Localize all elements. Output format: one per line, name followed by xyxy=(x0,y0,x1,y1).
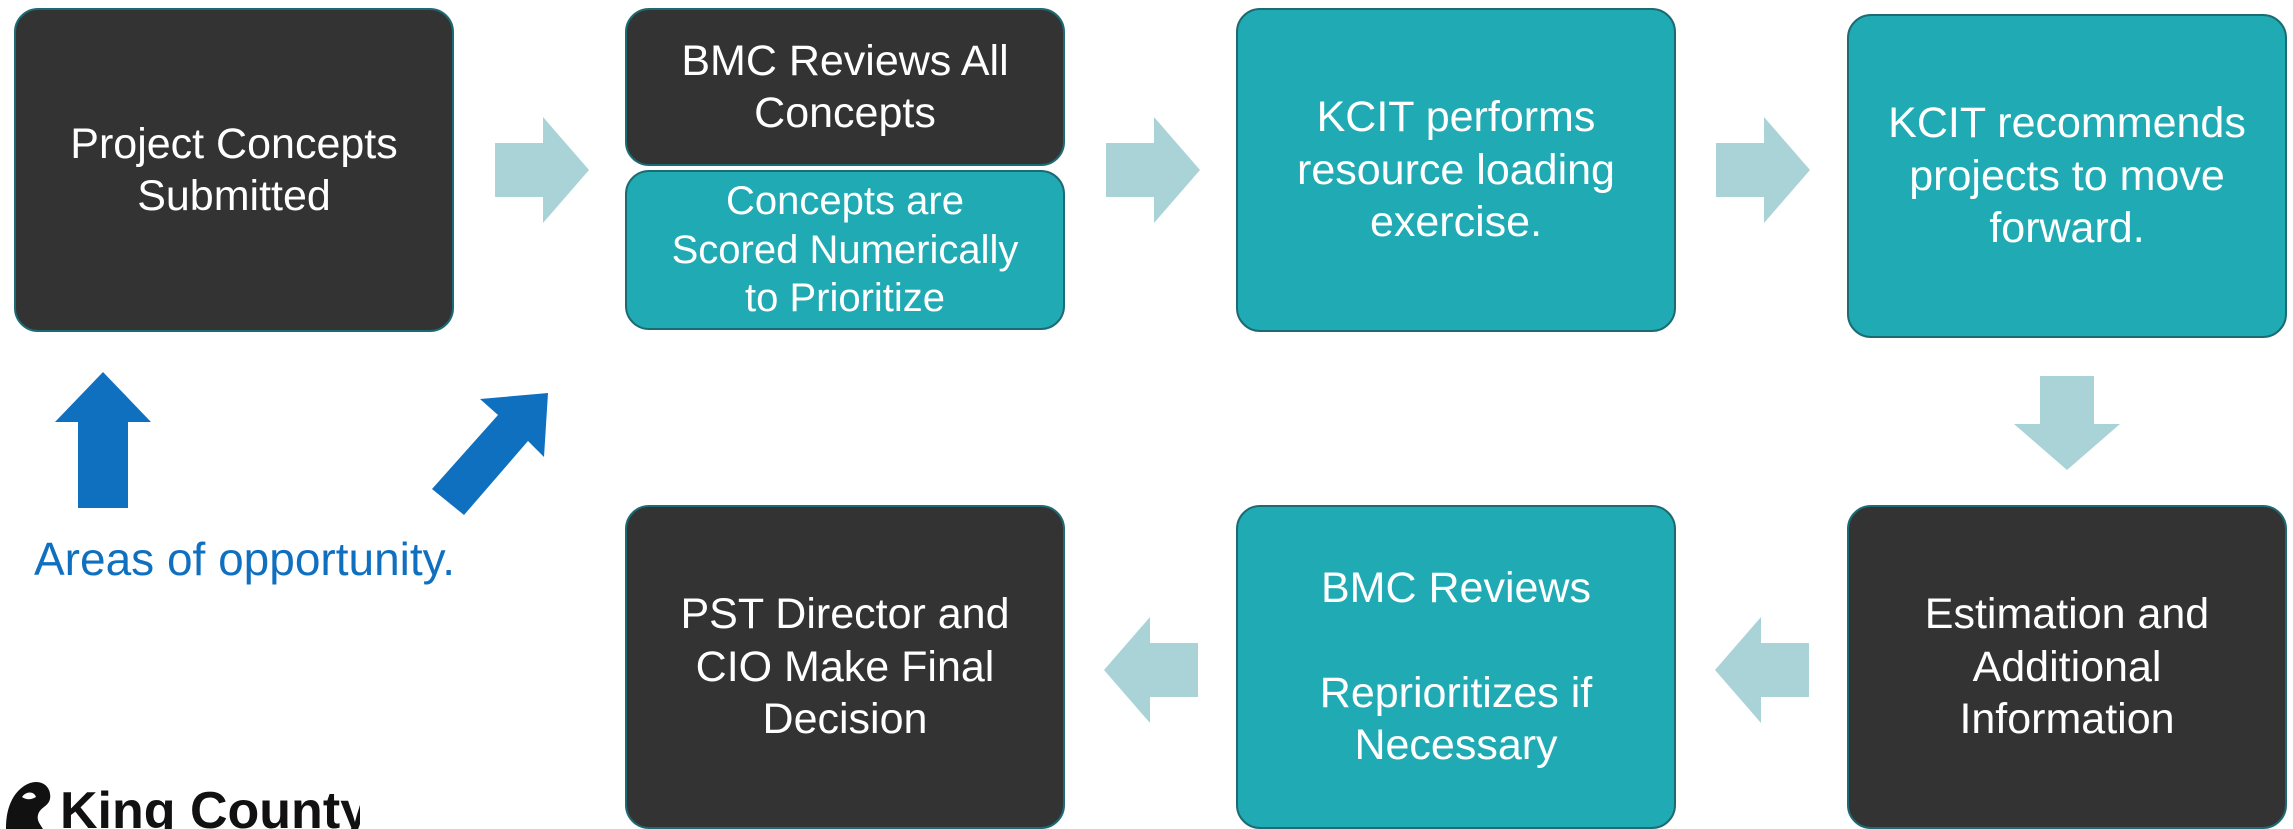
king-county-emblem-icon xyxy=(6,782,51,829)
right-arrow-icon xyxy=(1106,117,1200,223)
step-bmc-reviews-all-concepts: BMC Reviews All Concepts xyxy=(625,8,1065,166)
right-arrow-icon xyxy=(495,117,589,223)
left-arrow-icon xyxy=(1715,617,1809,723)
diagonal-up-right-arrow-icon xyxy=(432,393,548,515)
up-arrow-icon xyxy=(55,372,151,508)
step-project-concepts-submitted: Project Concepts Submitted xyxy=(14,8,454,332)
left-arrow-icon xyxy=(1104,617,1198,723)
right-arrow-icon xyxy=(1716,117,1810,223)
step-kcit-performs: KCIT performs resource loading exercise. xyxy=(1236,8,1676,332)
step-bmc-reprioritizes: BMC Reviews Reprioritizes if Necessary xyxy=(1236,505,1676,829)
step-final-decision: PST Director and CIO Make Final Decision xyxy=(625,505,1065,829)
step-kcit-recommends: KCIT recommends projects to move forward… xyxy=(1847,14,2287,338)
king-county-logo: King County xyxy=(0,775,360,829)
areas-of-opportunity-label: Areas of opportunity. xyxy=(34,533,456,585)
step-estimation: Estimation and Additional Information xyxy=(1847,505,2287,829)
down-arrow-icon xyxy=(2014,376,2120,470)
logo-text: King County xyxy=(60,782,360,829)
step-concepts-scored: Concepts are Scored Numerically to Prior… xyxy=(625,170,1065,330)
